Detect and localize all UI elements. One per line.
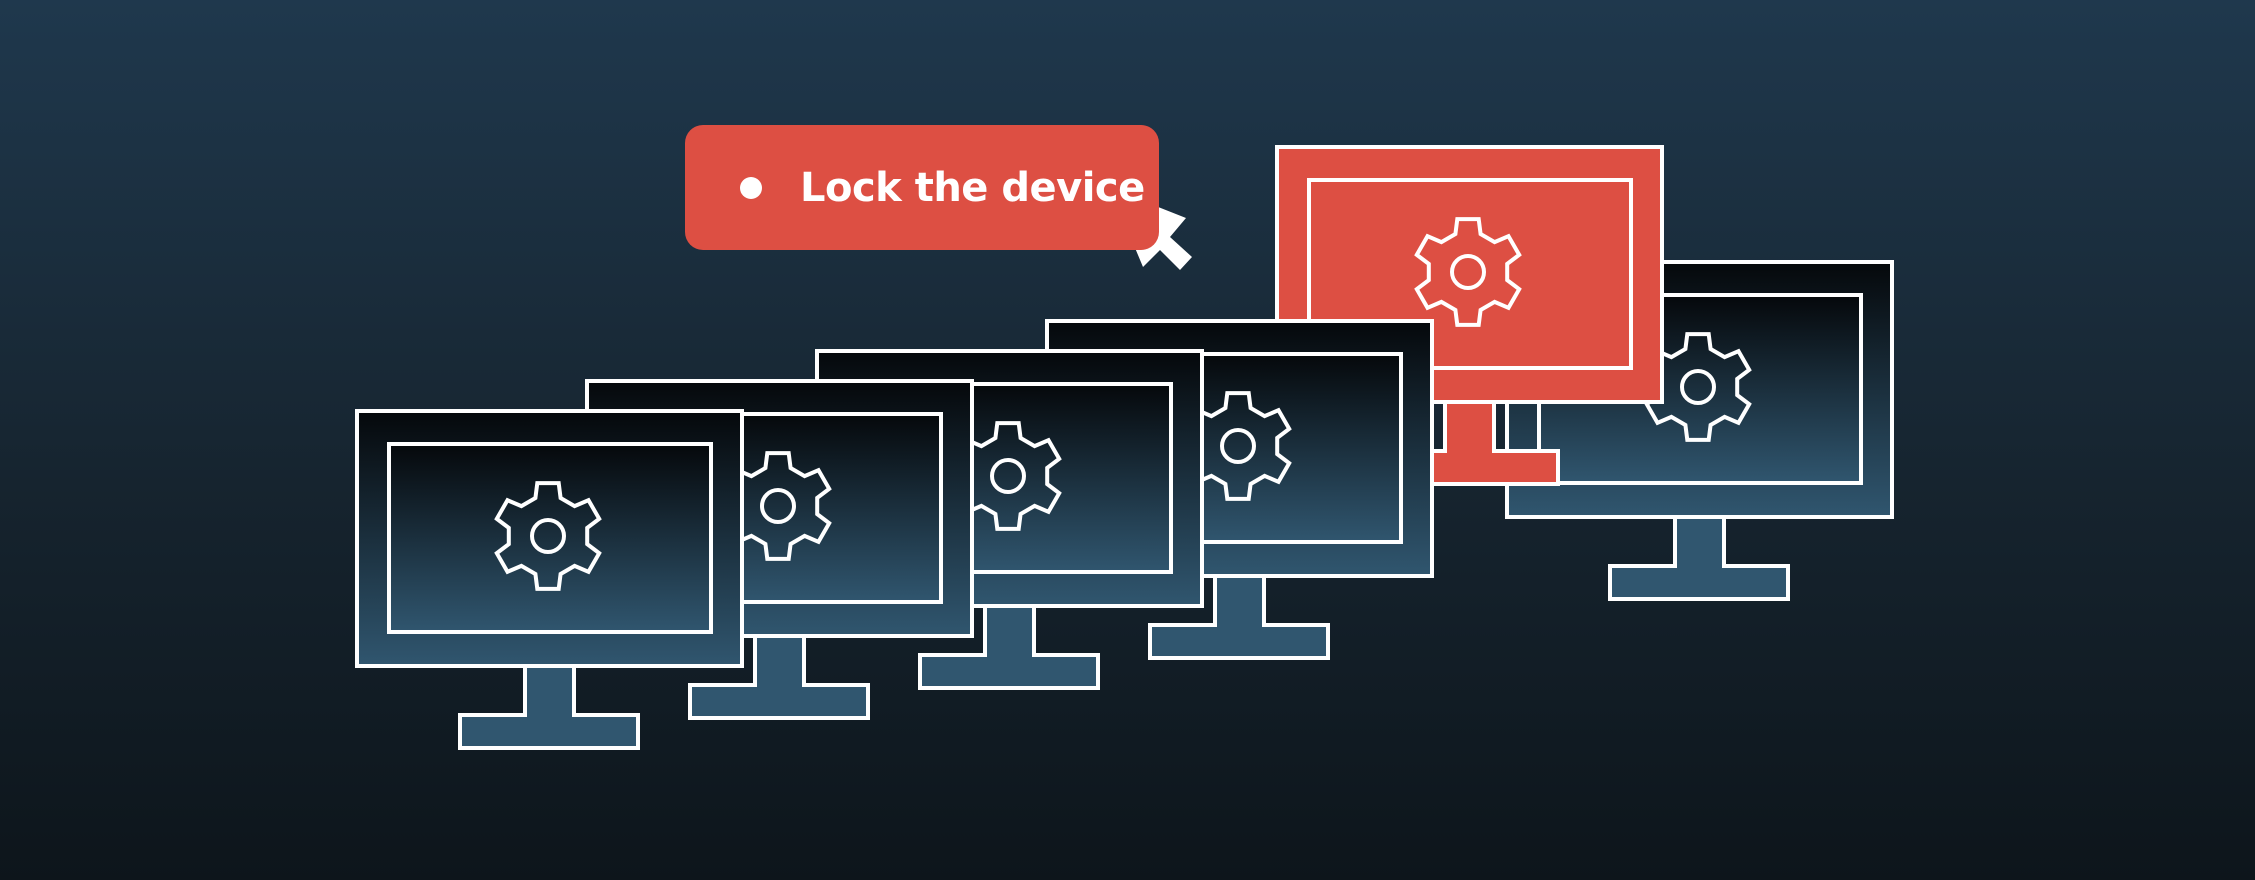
- bullet-dot-icon: [740, 176, 762, 199]
- monitor-stand: [1148, 574, 1330, 660]
- monitor-stand: [1608, 515, 1790, 601]
- gear-icon: [494, 481, 602, 591]
- gear-hole: [760, 488, 796, 524]
- monitor-stand: [688, 634, 870, 720]
- gear-hole: [990, 458, 1026, 494]
- gear-hole: [530, 518, 566, 554]
- monitor-screen: [387, 442, 713, 634]
- gear-hole: [1220, 428, 1256, 464]
- monitor-2[interactable]: [585, 379, 974, 720]
- gear-hole: [1450, 254, 1486, 290]
- gear-icon: [1414, 217, 1522, 327]
- monitor-stand: [918, 604, 1100, 690]
- lock-device-button[interactable]: Lock the device: [685, 125, 1159, 250]
- gear-hole: [1680, 369, 1716, 405]
- monitor-stand: [458, 664, 640, 750]
- monitor-1[interactable]: [355, 409, 744, 750]
- lock-device-label: Lock the device: [800, 164, 1145, 211]
